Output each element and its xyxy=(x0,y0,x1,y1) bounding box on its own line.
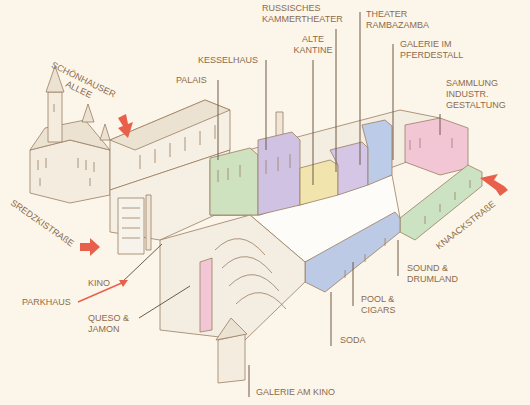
leader-line xyxy=(336,29,337,172)
entrance-arrow xyxy=(80,238,100,256)
place-label: GALERIE IM PFERDESTALL xyxy=(400,39,472,61)
castle-turret xyxy=(82,104,94,122)
street-name: SREDZKISTRAßE xyxy=(6,196,78,251)
hall-arches xyxy=(215,239,286,309)
chimney xyxy=(146,195,151,250)
place-label: KESSELHAUS xyxy=(198,55,264,66)
rambazamba-building xyxy=(362,120,392,185)
leader-line xyxy=(249,365,250,397)
leader-line xyxy=(313,60,314,185)
front-wing-windows xyxy=(345,238,385,278)
place-label: KINO xyxy=(88,278,118,289)
entrance-arrow xyxy=(480,174,508,196)
castle-tower xyxy=(48,92,62,142)
entrance-arrow xyxy=(118,114,133,138)
place-label: SODA xyxy=(340,335,374,346)
leader-line xyxy=(266,60,267,150)
castle-roof xyxy=(30,120,110,150)
leader-line xyxy=(393,44,394,160)
palais-building xyxy=(210,148,258,215)
street-wing-roof xyxy=(110,100,230,150)
leader-line xyxy=(139,286,190,318)
castle-windows xyxy=(38,104,94,186)
parkhaus-arrowhead xyxy=(119,280,128,287)
leader-line xyxy=(331,292,332,346)
leader-line xyxy=(398,240,399,276)
place-label: PALAIS xyxy=(176,75,216,86)
kesselhaus-building xyxy=(258,132,300,215)
castle-turret xyxy=(100,124,110,140)
leader-line xyxy=(353,262,354,306)
parkhaus-tower xyxy=(118,198,144,254)
place-label: THEATER RAMBAZAMBA xyxy=(366,9,441,31)
leader-line xyxy=(440,114,441,135)
leader-line xyxy=(120,244,162,284)
back-wing-windows xyxy=(218,138,452,182)
parkhaus-floors xyxy=(122,208,140,238)
place-label: POOL & CIGARS xyxy=(361,294,407,316)
place-label: GALERIE AM KINO xyxy=(256,387,356,398)
place-label: ALTE KANTINE xyxy=(288,34,338,56)
leader-line xyxy=(218,80,219,160)
castle xyxy=(30,140,110,203)
corner-tower xyxy=(218,334,245,383)
street-name: KNAACKSTRAßE xyxy=(427,193,505,257)
place-label: SAMMLUNG INDUSTR. GESTALTUNG xyxy=(446,78,516,111)
corner-spire xyxy=(216,318,247,340)
kantine-building xyxy=(300,160,338,205)
entrance-arrows xyxy=(78,114,508,302)
kino-hall xyxy=(160,215,305,340)
place-label: RUSSISCHES KAMMERTHEATER xyxy=(262,3,346,25)
sammlung-building xyxy=(405,118,468,175)
knaack-wing-windows xyxy=(425,180,470,224)
kino-strip xyxy=(200,258,212,332)
leader-lines xyxy=(120,12,440,397)
place-label: QUESO & JAMON xyxy=(88,313,136,335)
place-label: PARKHAUS xyxy=(22,297,76,308)
street-name: SCHÖNHAUSER ALLEE xyxy=(39,57,122,113)
place-label: SOUND & DRUMLAND xyxy=(407,263,469,285)
leader-line xyxy=(360,12,361,165)
